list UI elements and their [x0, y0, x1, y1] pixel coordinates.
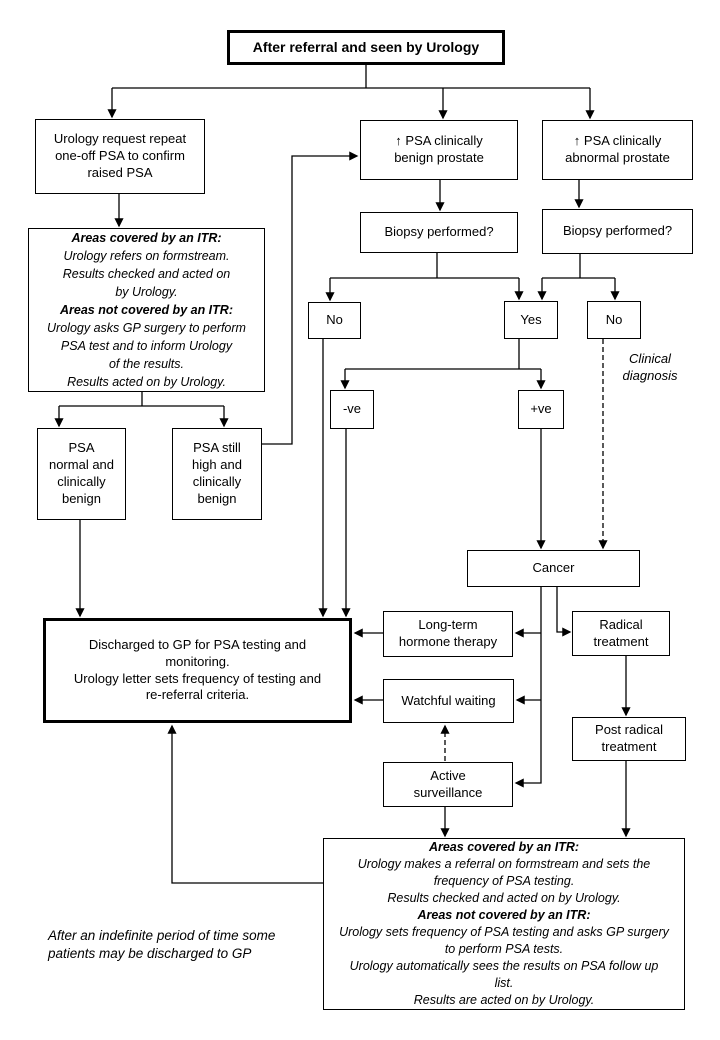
node-long-term-hormone-therapy: Long-term hormone therapy	[383, 611, 513, 657]
node-biopsy-performed-left: Biopsy performed?	[360, 212, 518, 253]
itr-top-header-covered: Areas covered by an ITR:	[71, 231, 222, 245]
node-active-surveillance: Active surveillance	[383, 762, 513, 807]
node-watchful-waiting: Watchful waiting	[383, 679, 514, 723]
note-areas-itr-top: Areas covered by an ITR: Urology refers …	[28, 228, 265, 392]
node-biopsy-performed-right: Biopsy performed?	[542, 209, 693, 254]
itr-top-header-not-covered: Areas not covered by an ITR:	[60, 303, 233, 317]
node-no-right: No	[587, 301, 641, 339]
node-psa-benign-prostate: ↑ PSA clinically benign prostate	[360, 120, 518, 180]
node-radical-treatment: Radical treatment	[572, 611, 670, 656]
node-psa-still-high: PSA still high and clinically benign	[172, 428, 262, 520]
node-yes: Yes	[504, 301, 558, 339]
node-no-left: No	[308, 302, 361, 339]
arrow-itrbottom-to-discharged	[167, 724, 323, 884]
itr-bottom-header-not-covered: Areas not covered by an ITR:	[417, 908, 591, 922]
itr-bottom-body-covered: Urology makes a referral on formstream a…	[357, 857, 651, 905]
itr-bottom-body-not-covered: Urology sets frequency of PSA testing an…	[339, 925, 669, 1007]
connector-itrtop-split	[59, 392, 224, 407]
itr-top-body-not-covered: Urology asks GP surgery to perform PSA t…	[47, 321, 246, 389]
arrow-cancer-to-radical	[556, 587, 572, 637]
node-post-radical-treatment: Post radical treatment	[572, 717, 686, 761]
label-indefinite-discharge-note: After an indefinite period of time some …	[48, 928, 276, 961]
node-psa-abnormal-prostate: ↑ PSA clinically abnormal prostate	[542, 120, 693, 180]
node-cancer: Cancer	[467, 550, 640, 587]
node-request-repeat-psa: Urology request repeat one-off PSA to co…	[35, 119, 205, 194]
flowchart-title: After referral and seen by Urology	[227, 30, 505, 65]
label-clinical-diagnosis: Clinical diagnosis	[622, 351, 678, 383]
arrow-psahigh-to-benign	[262, 151, 359, 445]
connector-title-split	[112, 65, 590, 89]
node-psa-normal-benign: PSA normal and clinically benign	[37, 428, 126, 520]
note-areas-itr-bottom: Areas covered by an ITR: Urology makes a…	[323, 838, 685, 1010]
itr-bottom-header-covered: Areas covered by an ITR:	[428, 840, 580, 854]
itr-top-body-covered: Urology refers on formstream. Results ch…	[62, 249, 231, 299]
arrow-cancer-to-active	[514, 587, 542, 788]
node-positive: +ve	[518, 390, 564, 429]
node-discharged-to-gp: Discharged to GP for PSA testing and mon…	[43, 618, 352, 723]
node-negative: -ve	[330, 390, 374, 429]
connector-yes-split	[345, 339, 541, 370]
connector-biopsyleft-split	[330, 253, 519, 279]
connector-biopsyright-split	[542, 254, 615, 279]
